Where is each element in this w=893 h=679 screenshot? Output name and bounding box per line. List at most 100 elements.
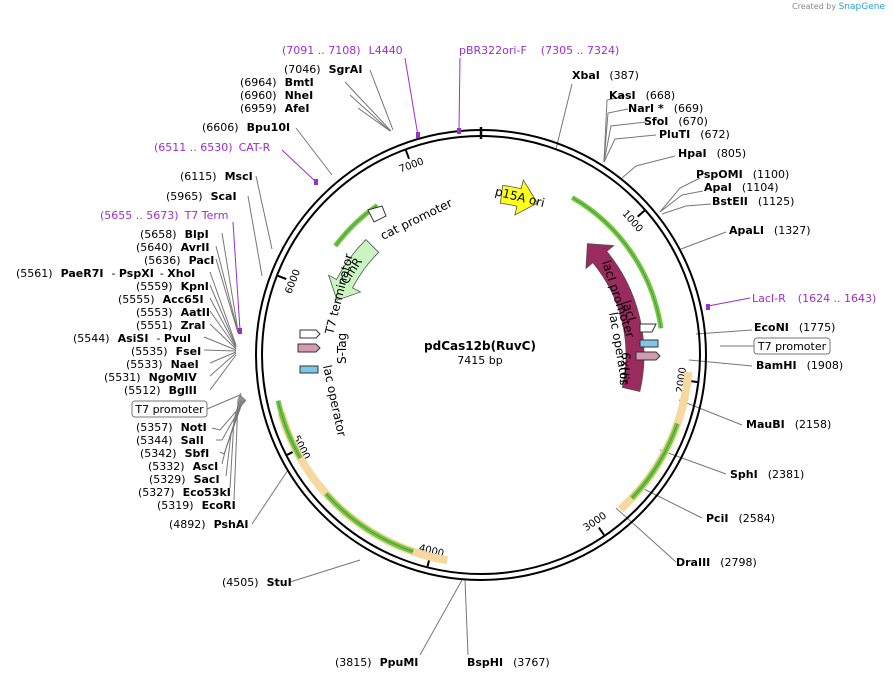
t7-promoter-left-label: T7 promoter <box>134 403 204 416</box>
primer-labels: (7091 .. 7108) L4440 pBR322ori-F(7305 .. … <box>100 44 876 305</box>
svg-text:(3815)PpuMI: (3815)PpuMI <box>335 656 418 669</box>
enzyme-NgoMIV: NgoMIV <box>149 371 198 384</box>
enzyme-BstEII: BstEII <box>712 195 748 208</box>
svg-text:(7046)SgrAI: (7046)SgrAI <box>284 63 362 76</box>
svg-text:SfoI(670): SfoI(670) <box>644 115 708 128</box>
enzyme-PspXI: PspXI <box>119 267 154 280</box>
svg-text:(5658)BlpI: (5658)BlpI <box>140 228 209 241</box>
tick-label-1000: 1000 <box>619 208 644 234</box>
green-arrow-cmr-track-stroke <box>334 204 378 247</box>
6xhis-glyph <box>635 351 661 361</box>
enzyme-NaeI: NaeI <box>171 358 199 371</box>
svg-text:BstEII(1125): BstEII(1125) <box>712 195 794 208</box>
svg-text:(5344)SalI: (5344)SalI <box>136 434 204 447</box>
svg-text:DraIII(2798): DraIII(2798) <box>676 556 757 569</box>
leader-PspOMI <box>659 177 701 213</box>
lac-operator-left-glyph <box>299 365 319 374</box>
leader-DraIII <box>615 507 677 563</box>
enzyme-BamHI: BamHI <box>756 359 797 372</box>
svg-text:PspOMI(1100): PspOMI(1100) <box>696 168 789 181</box>
enzyme-PaeR7I: PaeR7I <box>61 267 104 280</box>
lac-operator-right-glyph <box>639 339 659 348</box>
svg-text:(5559)KpnI: (5559)KpnI <box>136 280 209 293</box>
enzyme-HpaI: HpaI <box>678 147 707 160</box>
svg-text:ApaLI(1327): ApaLI(1327) <box>729 224 811 237</box>
leader-XbaI <box>555 83 573 150</box>
enzyme-ZraI: ZraI <box>181 319 206 332</box>
tick-mark-1000 <box>636 209 646 218</box>
svg-text:pBR322ori-F(7305 .. 7324): pBR322ori-F(7305 .. 7324) <box>459 44 619 57</box>
primer-L4440-range: (7091 .. 7108) <box>282 44 361 57</box>
enzyme-PluTI: PluTI <box>659 128 690 141</box>
primer-L4440: L4440 <box>369 44 403 57</box>
svg-text:(6606)Bpu10I: (6606)Bpu10I <box>202 121 290 134</box>
svg-text:(6960)NheI: (6960)NheI <box>240 89 313 102</box>
svg-text:(5332)AscI: (5332)AscI <box>148 460 218 473</box>
enzyme-BlpI: BlpI <box>185 228 209 241</box>
svg-text:(5319)EcoRI: (5319)EcoRI <box>157 499 236 512</box>
svg-text:BamHI(1908): BamHI(1908) <box>756 359 843 372</box>
enzyme-EcoNI: EcoNI <box>754 321 789 334</box>
svg-text:(5533)NaeI: (5533)NaeI <box>126 358 199 371</box>
enzyme-leader-lines <box>203 69 753 656</box>
leader-BamHI <box>688 359 753 367</box>
enzyme-DraIII: DraIII <box>676 556 710 569</box>
svg-text:(5965)ScaI: (5965)ScaI <box>166 190 237 203</box>
6xhis-label: 6xHis <box>617 352 633 386</box>
svg-text:(5535)FseI: (5535)FseI <box>131 345 201 358</box>
primer-pBR322ori-F: pBR322ori-F <box>459 44 527 57</box>
svg-text:(6115)MscI: (6115)MscI <box>180 170 253 183</box>
primer-mark-T7-Term <box>238 328 242 334</box>
svg-text:(5342)SbfI: (5342)SbfI <box>140 447 209 460</box>
feature-arrow-lacI <box>585 243 645 392</box>
leader-MauBI <box>678 399 743 426</box>
svg-text:(5553)AatII: (5553)AatII <box>136 306 210 319</box>
svg-text:PluTI(672): PluTI(672) <box>659 128 730 141</box>
enzyme-PshAI: PshAI <box>214 518 249 531</box>
enzyme-AfeI: AfeI <box>285 102 310 115</box>
svg-text:(6959)AfeI: (6959)AfeI <box>240 102 309 115</box>
tick-mark-3000 <box>598 526 605 536</box>
leader-SphI <box>659 449 727 475</box>
enzyme-BspHI: BspHI <box>467 656 503 669</box>
tick-mark-6000 <box>277 274 287 281</box>
boxed-labels: T7 promoter T7 promoter <box>131 337 831 418</box>
svg-text:HpaI(805): HpaI(805) <box>678 147 746 160</box>
cat-promoter-glyph <box>367 205 387 223</box>
enzyme-PvuI: PvuI <box>164 332 191 345</box>
leader-PshAI <box>251 469 289 525</box>
primer-LacI-R-range: (1624 .. 1643) <box>798 292 877 305</box>
svg-text:BspHI(3767): BspHI(3767) <box>467 656 550 669</box>
svg-text:KasI(668): KasI(668) <box>609 89 675 102</box>
enzyme-MauBI: MauBI <box>746 418 785 431</box>
enzyme-PciI: PciI <box>706 512 728 525</box>
leader-PciI <box>637 485 703 519</box>
svg-text:MauBI(2158): MauBI(2158) <box>746 418 831 431</box>
svg-text:(5655 .. 5673)T7 Term: (5655 .. 5673) T7 Term <box>100 209 228 222</box>
primer-CAT-R: CAT-R <box>239 141 271 154</box>
svg-text:PciI(2584): PciI(2584) <box>706 512 775 525</box>
svg-text:(5531)NgoMIV: (5531)NgoMIV <box>104 371 197 384</box>
green-arrow-bottom-left <box>275 400 303 460</box>
enzyme-AsiSI: AsiSI <box>118 332 149 345</box>
feature-glyphs <box>297 205 661 374</box>
leader-HpaI <box>621 155 676 179</box>
leader-KasI <box>603 95 626 163</box>
enzyme-ApaI: ApaI <box>704 181 732 194</box>
snapgene-logo: SnapGene <box>838 2 885 12</box>
svg-text:XbaI (387): XbaI (387) <box>572 69 639 82</box>
primer-CAT-R-range: (6511 .. 6530) <box>154 141 233 154</box>
svg-text:(5636)PacI: (5636)PacI <box>144 254 214 267</box>
enzyme-PspOMI: PspOMI <box>696 168 743 181</box>
enzyme-SphI: SphI <box>730 468 758 481</box>
primer-LacI-R: LacI-R <box>752 292 786 305</box>
primer-T7-Term-range: (5655 .. 5673) <box>100 209 179 222</box>
enzyme-ScaI: ScaI <box>211 190 237 203</box>
svg-text:(6511 .. 6530)CAT-R: (6511 .. 6530) CAT-R <box>154 141 271 154</box>
laci-promoter-glyph <box>639 323 657 333</box>
primer-T7-Term: T7 Term <box>184 209 229 222</box>
lac-operator-left-label: lac operator <box>320 364 349 438</box>
t7-promoter-left-box <box>131 400 208 418</box>
feature-labels: cat promoter T7 terminator S-Tag lac ope… <box>320 196 637 438</box>
t7-terminator-glyph <box>299 329 321 339</box>
